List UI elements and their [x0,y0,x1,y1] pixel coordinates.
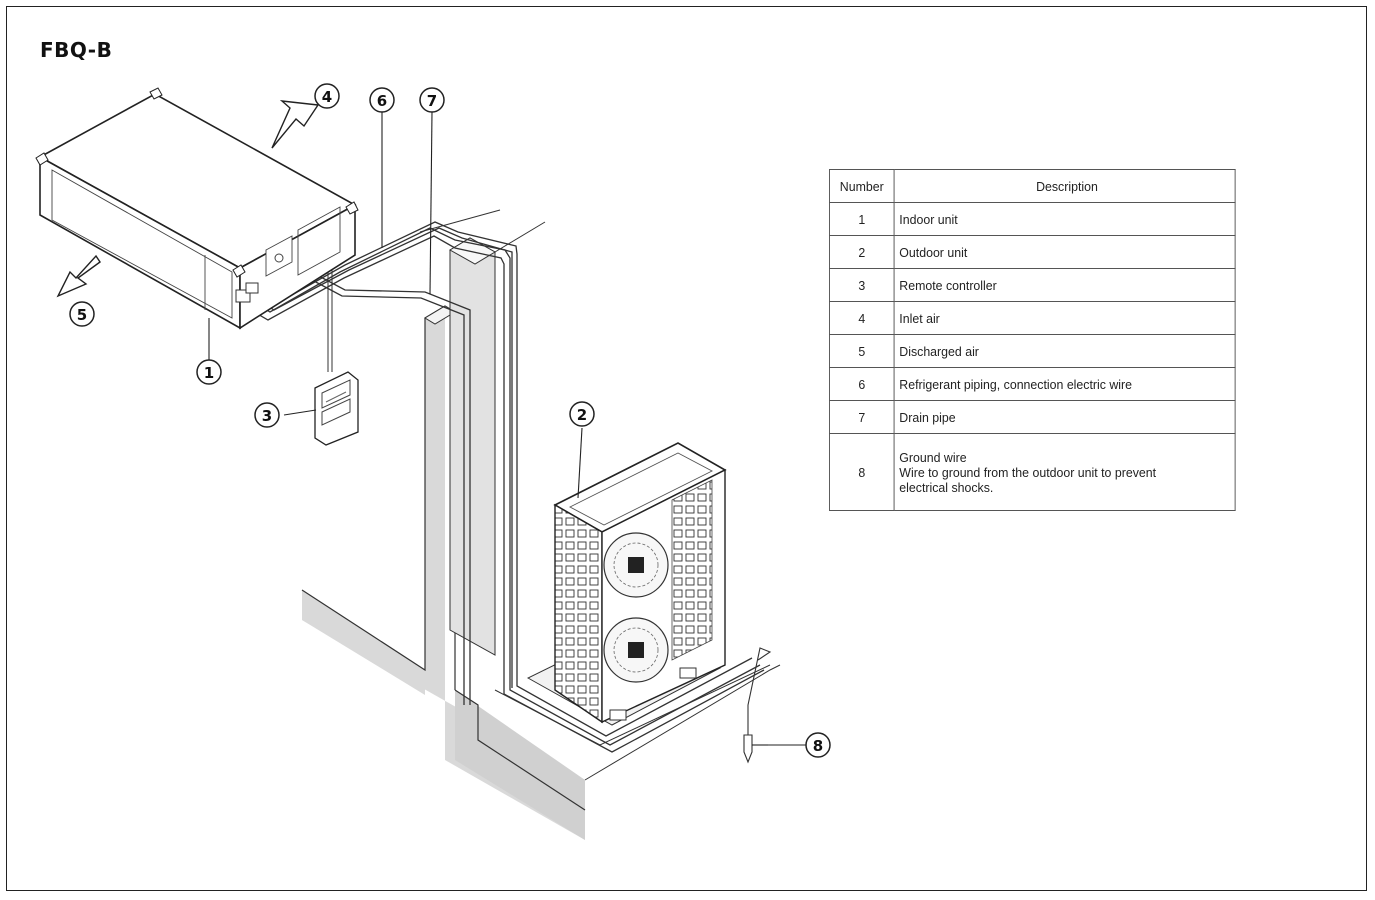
callout-5: 5 [69,301,95,327]
row-number: 5 [828,334,895,368]
indoor-unit [35,87,359,330]
drain-pipe [281,257,471,705]
row-description-line: electrical shocks. [899,479,994,495]
callout-8: 8 [805,732,831,758]
legend-table: Number Description 1 Indoor unit 2 Outdo… [828,169,1236,511]
table-row: 7 Drain pipe [828,400,1236,434]
svg-text:7: 7 [427,92,437,110]
inlet-air-arrow [271,100,320,149]
svg-text:1: 1 [204,364,214,382]
table-row: 6 Refrigerant piping, connection electri… [828,367,1236,401]
table-row: 5 Discharged air [828,334,1236,368]
refrigerant-piping [243,221,765,753]
ground-wire [743,647,772,764]
row-number: 3 [828,268,895,302]
table-row: 4 Inlet air [828,301,1236,335]
row-description: Indoor unit [893,202,1236,236]
row-description-line: Wire to ground from the outdoor unit to … [899,464,1157,480]
row-number: 8 [828,433,895,511]
legend-header-row: Number Description [828,169,1236,203]
row-description: Ground wire Wire to ground from the outd… [893,433,1236,511]
callout-6: 6 [369,87,395,113]
svg-text:3: 3 [262,407,272,425]
svg-text:4: 4 [322,88,332,106]
row-description: Inlet air [893,301,1236,335]
callout-4: 4 [314,83,340,109]
svg-text:8: 8 [813,737,823,755]
page-frame [6,6,1367,891]
row-number: 4 [828,301,895,335]
callout-3: 3 [254,402,280,428]
row-number: 6 [828,367,895,401]
number-column-header: Number [828,169,895,203]
row-description-line: Ground wire [899,449,967,465]
discharge-air-arrow [56,254,101,298]
row-number: 7 [828,400,895,434]
row-description: Refrigerant piping, connection electric … [893,367,1236,401]
table-row: 2 Outdoor unit [828,235,1236,269]
diagram-title: FBQ-B [40,38,113,62]
row-description: Drain pipe [893,400,1236,434]
row-description: Discharged air [893,334,1236,368]
table-row: 3 Remote controller [828,268,1236,302]
callout-7: 7 [419,87,445,113]
legend-body: 1 Indoor unit 2 Outdoor unit 3 Remote co… [828,202,1236,511]
remote-cable [327,263,333,372]
svg-text:6: 6 [377,92,387,110]
table-row: 8 Ground wire Wire to ground from the ou… [828,433,1236,511]
table-row: 1 Indoor unit [828,202,1236,236]
row-number: 2 [828,235,895,269]
row-description: Remote controller [893,268,1236,302]
outdoor-unit [553,442,727,724]
svg-text:5: 5 [77,306,87,324]
row-number: 1 [828,202,895,236]
remote-controller [314,371,359,446]
svg-text:2: 2 [577,406,587,424]
callout-1: 1 [196,359,222,385]
description-column-header: Description [893,169,1236,203]
row-description: Outdoor unit [893,235,1236,269]
callout-2: 2 [569,401,595,427]
callout-leaders [208,111,768,746]
